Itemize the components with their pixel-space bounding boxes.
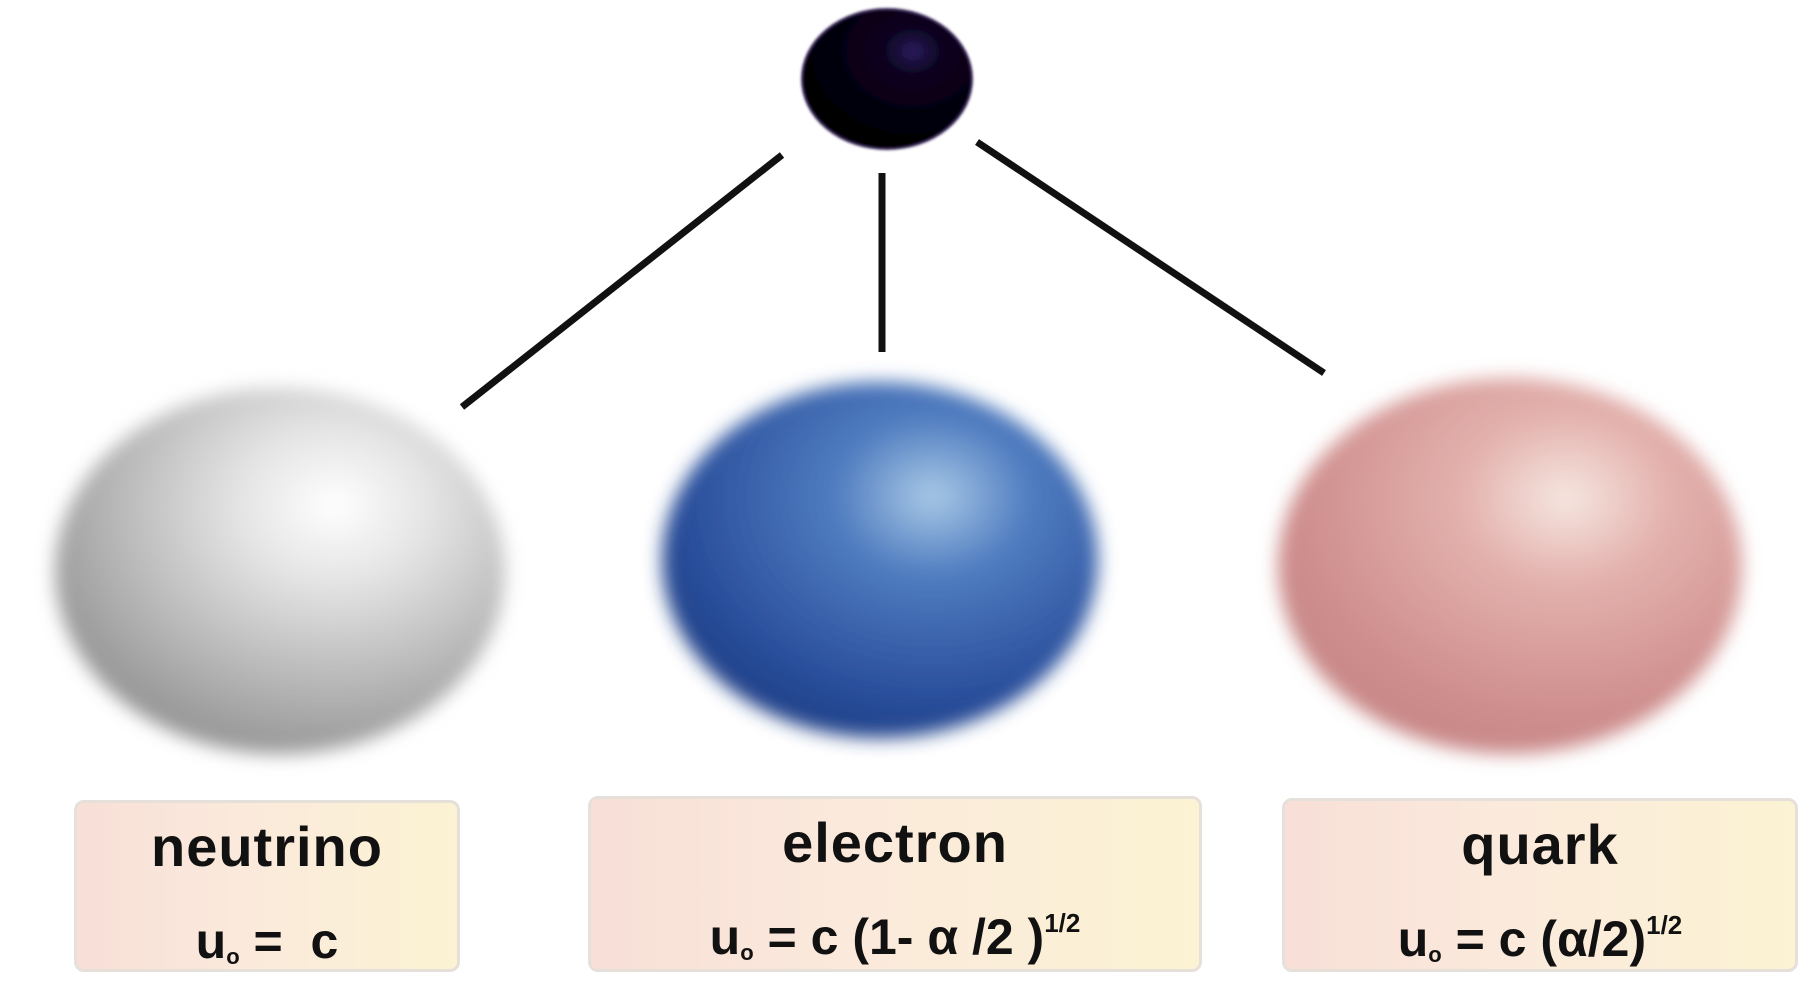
neutrino-formula-sub: o — [226, 944, 240, 969]
neutrino-formula: uo = c — [77, 899, 457, 985]
quark-formula-var: u — [1397, 911, 1429, 967]
electron-name: electron — [782, 811, 1008, 874]
electron-formula-sup: 1/2 — [1044, 908, 1081, 938]
electron-formula-rhs: = c (1- α /2 ) — [753, 909, 1045, 965]
quark-sphere — [1278, 378, 1742, 754]
quark-label-box: quark uo = c (α/2)1/2 — [1282, 798, 1798, 972]
electron-formula-var: u — [709, 909, 741, 965]
electron-label-box: electron uo = c (1- α /2 )1/2 — [588, 796, 1202, 972]
quark-name: quark — [1461, 813, 1619, 876]
edge-root-neutrino — [459, 152, 785, 410]
quark-formula-sup: 1/2 — [1646, 910, 1683, 940]
root-particle — [801, 8, 973, 150]
edge-root-quark — [975, 139, 1326, 376]
neutrino-formula-rhs: = c — [239, 913, 339, 969]
quark-formula: uo = c (α/2)1/2 — [1285, 897, 1795, 983]
quark-formula-sub: o — [1428, 942, 1442, 967]
quark-formula-rhs: = c (α/2) — [1441, 911, 1647, 967]
neutrino-label-box: neutrino uo = c — [74, 800, 460, 972]
neutrino-sphere — [55, 388, 505, 754]
electron-formula-sub: o — [740, 940, 754, 965]
electron-sphere — [662, 382, 1098, 738]
neutrino-formula-var: u — [195, 913, 227, 969]
electron-formula: uo = c (1- α /2 )1/2 — [591, 895, 1199, 981]
neutrino-name: neutrino — [151, 815, 383, 878]
